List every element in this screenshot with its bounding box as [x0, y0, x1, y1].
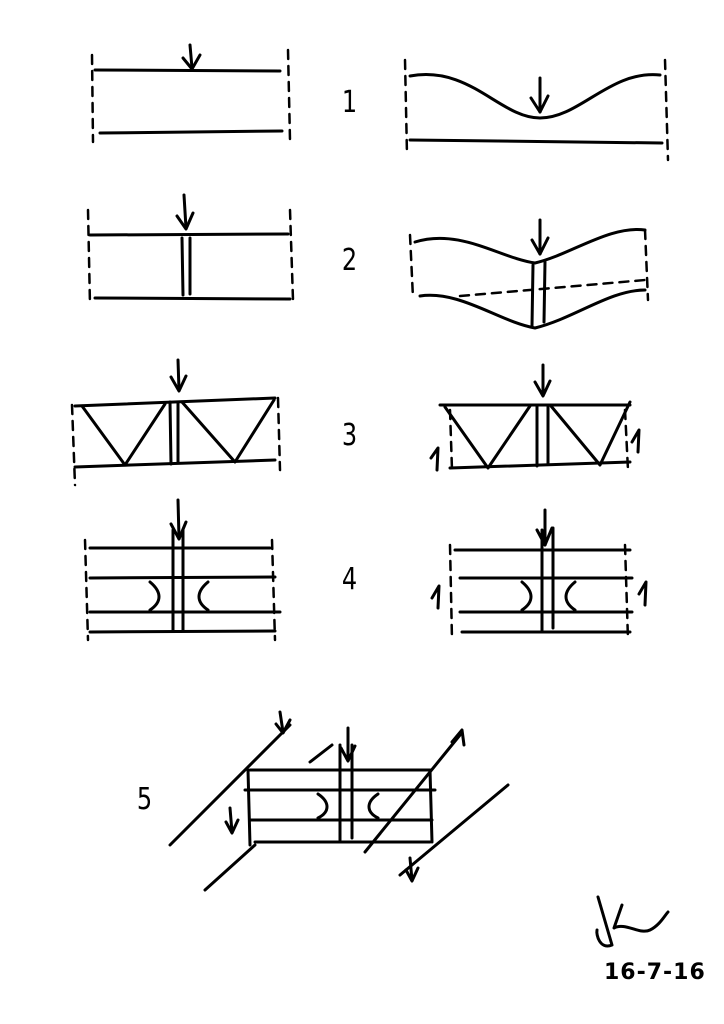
truss-3-unloaded	[70, 358, 282, 487]
step-label-3: 3	[341, 418, 358, 453]
beam-2-deformed	[408, 218, 650, 330]
beam-2-unloaded	[86, 193, 295, 307]
reaction-arrow-icon	[429, 446, 440, 472]
beam-1-unloaded	[90, 43, 292, 144]
step-label-2: 2	[341, 243, 358, 278]
i-beam-5-shear	[168, 710, 510, 892]
step-label-1: 1	[341, 85, 358, 120]
step-label-5: 5	[136, 782, 153, 817]
beam-1-deformed	[403, 58, 670, 162]
i-beam-4-unloaded	[83, 498, 282, 642]
truss-3-supported	[429, 363, 641, 472]
step-label-4: 4	[341, 562, 358, 597]
load-arrow-icon	[188, 43, 194, 70]
date-label: 16-7-16	[604, 960, 706, 985]
i-beam-4-supported	[430, 508, 648, 642]
signature	[595, 895, 670, 948]
